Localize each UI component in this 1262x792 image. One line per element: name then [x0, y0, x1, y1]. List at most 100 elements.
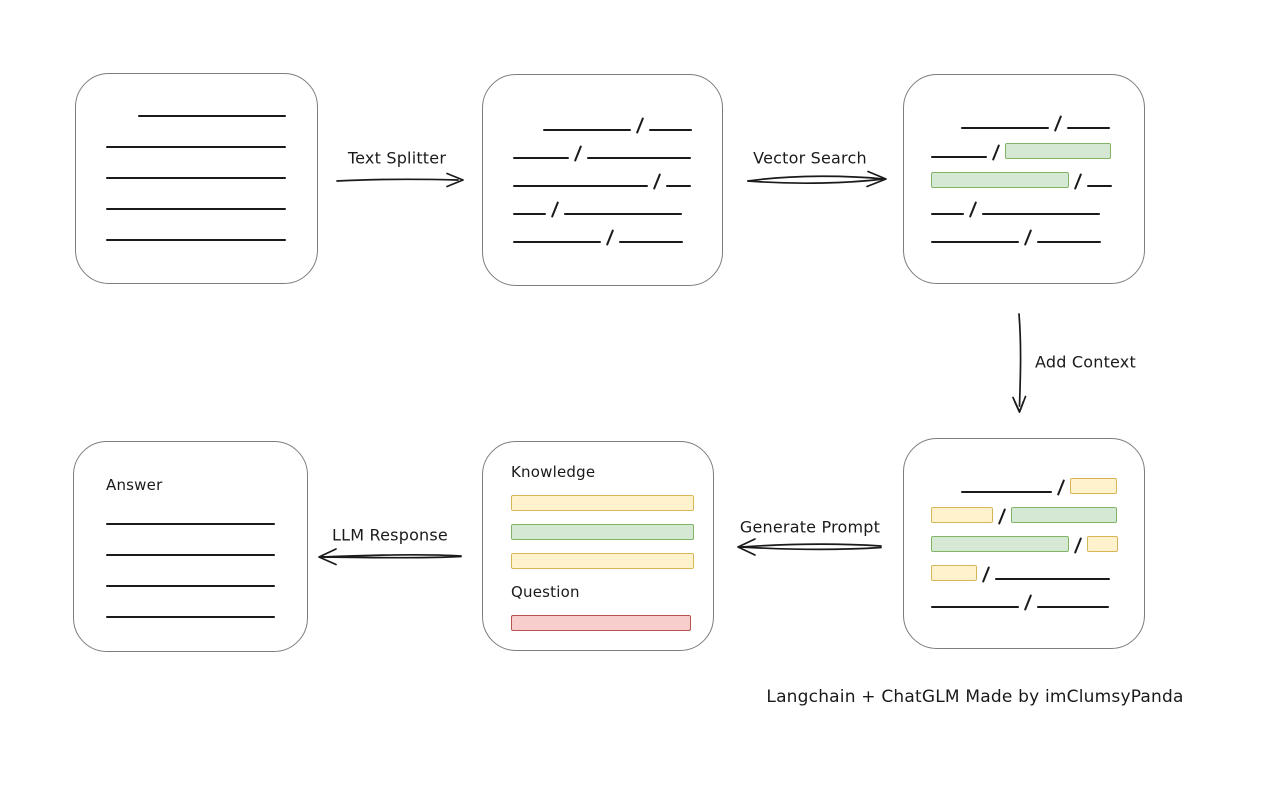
text-line — [1037, 240, 1101, 243]
add-context-arrow — [1012, 313, 1027, 413]
chunk-row: Knowledge — [511, 462, 685, 482]
text-line — [513, 240, 601, 243]
text-line — [513, 184, 648, 187]
chunk-row — [931, 478, 1117, 496]
source-document-node — [75, 73, 318, 284]
chunk-row — [931, 565, 1117, 583]
add-context-label: Add Context — [1035, 352, 1136, 372]
chunk-row — [931, 171, 1117, 190]
chunk-row: Answer — [106, 475, 275, 495]
chunk-row — [513, 228, 692, 246]
question-title: Question — [511, 582, 580, 601]
text-line — [106, 177, 286, 179]
chunk-row — [106, 239, 287, 242]
indent-spacer — [513, 131, 543, 132]
text-line — [1087, 184, 1112, 187]
slash-separator — [605, 228, 615, 246]
text-line — [961, 126, 1049, 129]
text-line — [513, 156, 569, 159]
answer-node: Answer — [73, 441, 308, 652]
slash-separator — [968, 200, 978, 218]
slash-separator — [991, 143, 1001, 161]
text-line — [961, 491, 1052, 493]
chunk-row — [106, 615, 275, 619]
text-line — [564, 212, 682, 215]
green-highlight-chunk — [511, 523, 694, 540]
slash-separator — [997, 508, 1007, 525]
text-line — [649, 128, 692, 131]
chunk-row — [106, 146, 287, 149]
chunk-row — [106, 553, 275, 557]
chunk-row — [511, 523, 694, 540]
chunk-row — [106, 177, 287, 180]
chunk-row — [513, 200, 692, 218]
chunk-row — [931, 507, 1117, 525]
text-line — [1037, 606, 1109, 608]
green-highlight-chunk — [931, 536, 1069, 552]
vector-search-arrow — [747, 170, 887, 188]
chunk-row: Question — [511, 582, 685, 602]
green-highlight-chunk — [1005, 142, 1111, 159]
text-line — [666, 184, 691, 187]
slash-separator — [1023, 594, 1033, 611]
generate-prompt-arrow — [737, 538, 882, 556]
slash-separator — [1073, 172, 1083, 190]
knowledge-title: Knowledge — [511, 462, 596, 481]
vector-search-label: Vector Search — [753, 148, 867, 168]
credit-text: Langchain + ChatGLM Made by imClumsyPand… — [766, 687, 1184, 707]
text-line — [106, 239, 286, 241]
yellow-highlight-chunk — [931, 507, 993, 523]
yellow-highlight-chunk — [511, 552, 694, 569]
text-line — [931, 606, 1019, 608]
chunk-row — [513, 172, 692, 190]
indent-spacer — [931, 129, 961, 130]
chunk-row — [931, 142, 1117, 161]
yellow-highlight-chunk — [511, 494, 694, 511]
chunk-row — [511, 614, 691, 631]
slash-separator — [1073, 537, 1083, 554]
indent-spacer — [931, 493, 961, 494]
green-highlight-chunk — [1011, 507, 1117, 523]
chunk-row — [931, 114, 1117, 132]
text-line — [995, 578, 1110, 580]
green-highlight-chunk — [931, 171, 1069, 188]
slash-separator — [652, 172, 662, 190]
chunk-row — [106, 208, 287, 211]
slash-separator — [550, 200, 560, 218]
slash-separator — [1053, 114, 1063, 132]
chunk-row — [931, 536, 1118, 554]
chunk-row — [931, 200, 1117, 218]
slash-separator — [1056, 479, 1066, 496]
chunk-row — [511, 552, 694, 569]
chunk-row — [511, 494, 694, 511]
answer-title: Answer — [106, 475, 163, 494]
slash-separator — [981, 566, 991, 583]
chunk-row — [931, 228, 1117, 246]
text-line — [106, 208, 286, 210]
chunk-row — [513, 144, 692, 162]
slash-separator — [635, 116, 645, 134]
red-highlight-chunk — [511, 614, 691, 631]
slash-separator — [1023, 228, 1033, 246]
text-splitter-arrow — [336, 172, 464, 188]
chunk-row — [106, 522, 275, 526]
chunk-row — [513, 116, 692, 134]
text-line — [931, 155, 987, 158]
chunk-row — [931, 594, 1117, 611]
text-line — [138, 115, 286, 117]
llm-response-label: LLM Response — [332, 525, 448, 545]
chunk-row — [106, 584, 275, 588]
llm-response-arrow — [318, 548, 462, 566]
slash-separator — [573, 144, 583, 162]
text-line — [982, 212, 1100, 215]
text-line — [543, 128, 631, 131]
text-line — [587, 156, 691, 159]
generate-prompt-label: Generate Prompt — [739, 517, 881, 537]
text-line — [106, 584, 275, 587]
chunk-row — [106, 115, 287, 118]
text-line — [106, 146, 286, 148]
indent-spacer — [106, 117, 138, 118]
text-splitter-label: Text Splitter — [347, 148, 447, 168]
